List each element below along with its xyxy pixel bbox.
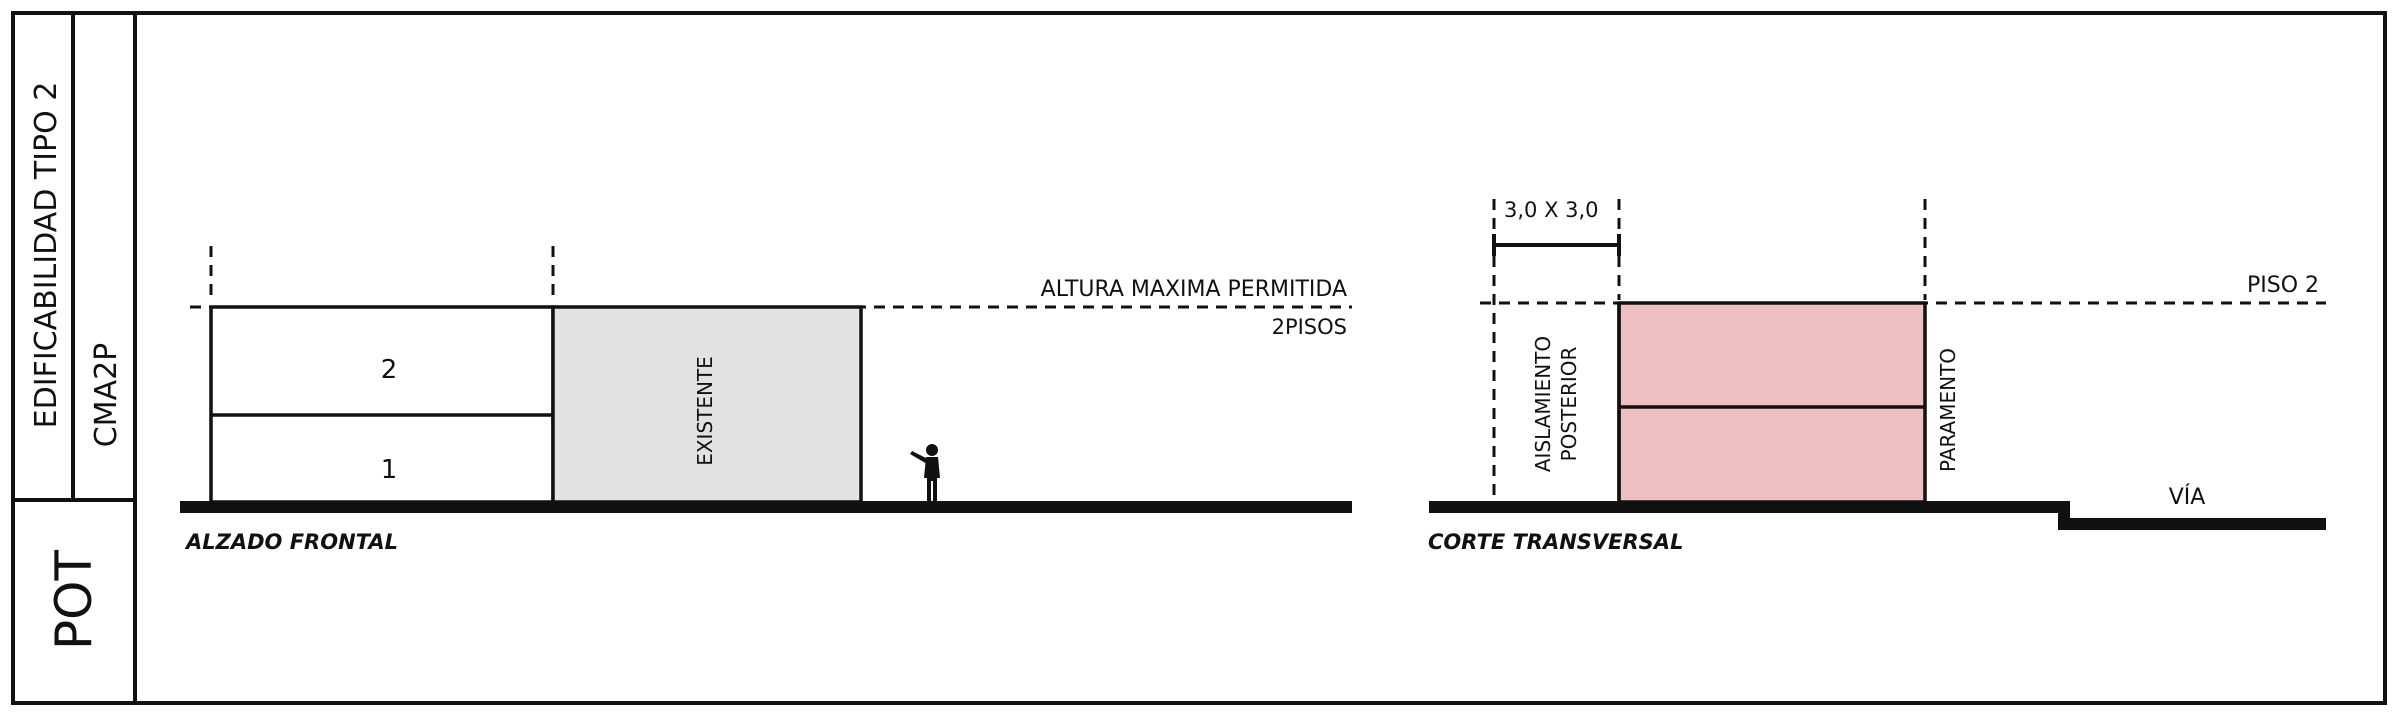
floor-1-label: 1	[381, 455, 398, 485]
frontal-ground-line	[180, 501, 1352, 513]
section-caption: CORTE TRANSVERSAL	[1428, 530, 1683, 554]
cross-section: 3,0 X 3,0 AISLAMIENTO POSTERIOR PARAMENT…	[1428, 198, 2326, 554]
setback-label-line1: AISLAMIENTO	[1531, 336, 1555, 472]
title-block-footer: POT	[45, 550, 103, 651]
human-scale-figure	[910, 444, 940, 502]
section-building	[1617, 301, 1927, 504]
road-ground-line	[2058, 518, 2326, 530]
floor-2-label: 2	[381, 355, 398, 385]
floors-count-label: 2PISOS	[1272, 315, 1347, 339]
dimension-label: 3,0 X 3,0	[1504, 198, 1599, 222]
max-height-label: ALTURA MAXIMA PERMITIDA	[1041, 277, 1347, 302]
setback-label-line2: POSTERIOR	[1557, 347, 1581, 462]
frontal-caption: ALZADO FRONTAL	[184, 530, 398, 554]
existing-building	[551, 305, 863, 504]
frontal-elevation: 2 1 EXISTENTE ALTURA MAXIMA PERMITIDA 2P…	[180, 246, 1352, 554]
section-ground-line	[1429, 501, 2070, 513]
facade-label: PARAMENTO	[1936, 348, 1960, 472]
title-block-title: EDIFICABILIDAD TIPO 2	[29, 82, 64, 429]
title-block-code: CMA2P	[89, 343, 124, 448]
existing-label: EXISTENTE	[693, 356, 717, 466]
floor-2-label: PISO 2	[2247, 273, 2319, 298]
sheet-border	[11, 11, 2387, 705]
road-label: VÍA	[2169, 484, 2206, 510]
new-building-outline	[209, 305, 555, 504]
